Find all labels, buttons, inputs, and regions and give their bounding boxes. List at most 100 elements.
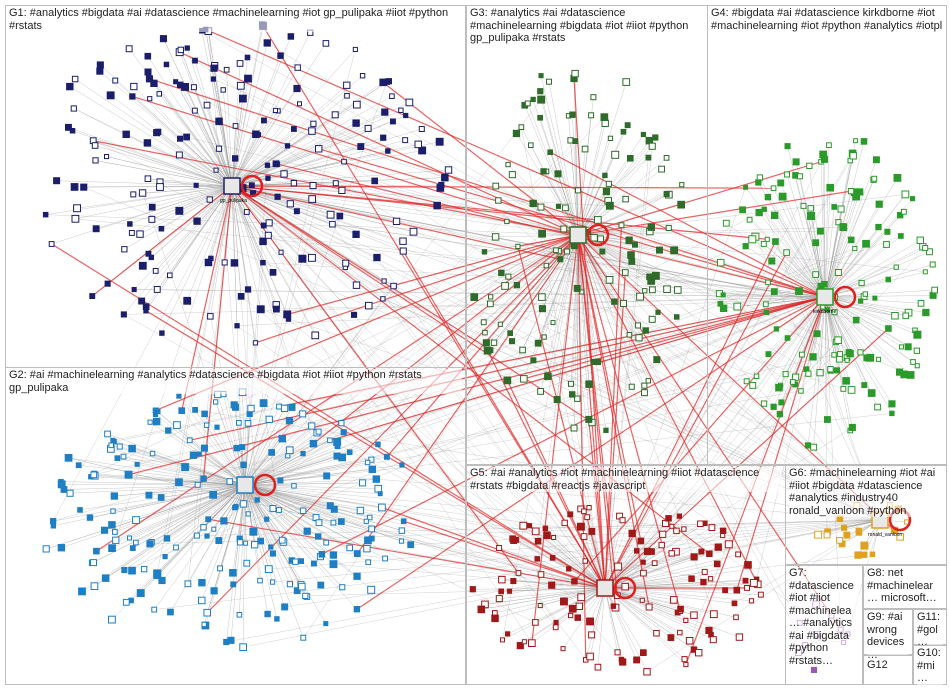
network-node	[642, 288, 648, 294]
network-edge	[824, 155, 854, 298]
network-node	[359, 73, 366, 79]
network-node	[771, 211, 779, 219]
network-edge	[242, 392, 246, 486]
network-node	[719, 304, 728, 313]
network-node	[96, 67, 104, 75]
network-node	[264, 516, 270, 522]
network-node	[272, 160, 280, 168]
network-node	[560, 646, 566, 652]
network-node	[826, 183, 835, 192]
network-node	[746, 216, 753, 223]
network-edge	[231, 128, 295, 187]
network-node	[399, 462, 405, 468]
network-node	[265, 219, 273, 227]
network-node	[611, 298, 618, 305]
network-node	[574, 614, 581, 621]
network-node	[153, 286, 161, 293]
network-edge	[819, 615, 832, 641]
network-edge	[756, 296, 826, 580]
network-edge	[123, 314, 606, 589]
network-node	[136, 230, 144, 238]
network-node	[526, 523, 533, 529]
network-node	[147, 96, 153, 102]
network-node	[695, 649, 703, 657]
network-edge	[244, 408, 285, 486]
network-node	[261, 117, 267, 124]
network-node	[148, 254, 155, 261]
network-edge	[244, 484, 411, 545]
network-node	[568, 380, 574, 387]
network-node	[175, 151, 183, 159]
network-node	[633, 656, 641, 664]
network-edge	[77, 185, 233, 209]
network-node	[183, 296, 192, 305]
network-node	[826, 142, 832, 149]
hub-node-label: gp_pulipaka	[220, 198, 247, 204]
network-edge	[507, 587, 606, 635]
network-node	[42, 211, 49, 218]
reciprocal-edge	[517, 234, 579, 247]
network-node	[205, 516, 212, 523]
network-node	[215, 145, 223, 152]
network-edge	[75, 218, 826, 298]
network-edge	[577, 234, 769, 283]
network-edge	[546, 535, 606, 589]
network-node	[614, 562, 623, 571]
network-node	[498, 575, 506, 584]
network-edge	[231, 185, 809, 446]
reciprocal-edge	[255, 234, 579, 344]
network-node	[121, 246, 128, 253]
network-node	[665, 515, 672, 522]
network-node	[538, 305, 547, 313]
network-node	[823, 531, 831, 539]
network-node	[300, 451, 306, 457]
network-node	[285, 453, 291, 459]
network-edge	[129, 484, 246, 539]
network-node	[775, 383, 783, 392]
network-edge	[244, 49, 356, 486]
network-node	[621, 582, 629, 591]
network-node	[884, 228, 891, 235]
network-node	[236, 612, 243, 618]
network-edge	[493, 234, 579, 343]
network-node	[670, 246, 679, 255]
network-node	[265, 175, 271, 181]
network-node	[329, 220, 336, 228]
network-node	[96, 61, 104, 69]
network-node	[837, 205, 845, 213]
network-node	[719, 527, 727, 534]
network-node	[201, 410, 208, 418]
network-node	[249, 527, 258, 536]
network-node	[586, 652, 594, 661]
network-node	[681, 656, 688, 663]
network-edge	[819, 639, 844, 643]
network-node	[346, 449, 353, 455]
hub-node	[236, 476, 254, 494]
network-node	[760, 240, 767, 247]
network-node	[390, 118, 396, 125]
network-node	[238, 388, 247, 397]
network-node	[648, 315, 656, 323]
network-node	[618, 656, 625, 663]
network-node	[108, 521, 116, 529]
network-edge	[244, 403, 264, 486]
network-node	[581, 508, 587, 515]
reciprocal-edge	[313, 234, 579, 445]
network-edge	[96, 185, 233, 229]
network-node	[901, 190, 910, 199]
network-edge	[824, 191, 852, 298]
network-node	[588, 112, 595, 119]
network-node	[748, 235, 757, 244]
network-edge	[604, 161, 822, 589]
network-node	[163, 535, 171, 542]
network-edge	[244, 484, 370, 518]
network-node	[130, 191, 137, 198]
network-node	[200, 475, 207, 482]
network-node	[642, 327, 649, 334]
network-node	[665, 224, 672, 231]
network-node	[138, 297, 146, 305]
network-node	[538, 293, 546, 301]
network-node	[308, 253, 316, 262]
network-node	[407, 541, 415, 549]
network-node	[722, 587, 729, 594]
